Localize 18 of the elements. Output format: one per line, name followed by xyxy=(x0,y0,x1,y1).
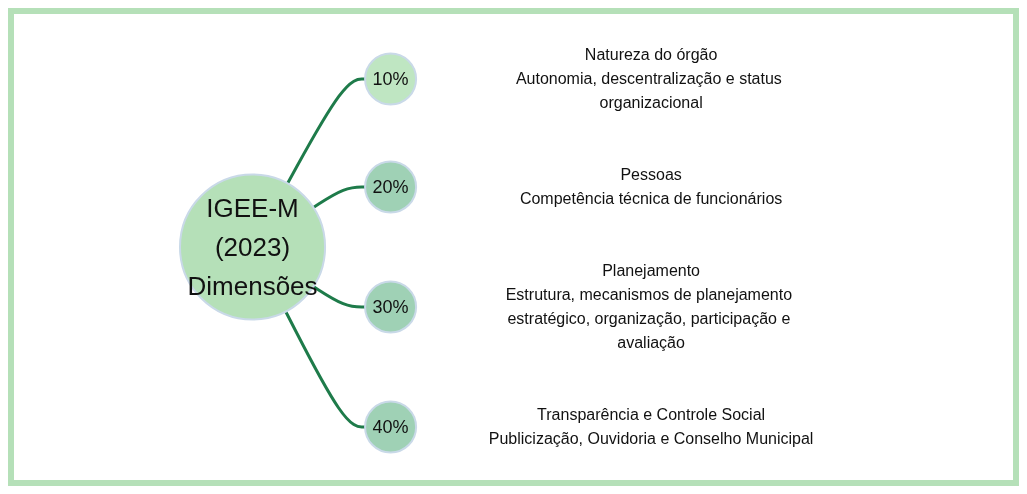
node-label: Competência técnica de funcionários xyxy=(520,190,783,207)
connector xyxy=(284,310,366,429)
node-circle xyxy=(364,52,418,106)
connector xyxy=(286,77,366,185)
node-circle xyxy=(364,280,418,334)
node-label: Planejamento xyxy=(602,262,701,279)
connector xyxy=(313,185,366,209)
connector xyxy=(313,285,366,309)
node-label: Pessoas xyxy=(620,166,683,183)
node-label: Estrutura, mecanismos de planejamento estratégico, organização, participação e avaliação xyxy=(506,286,793,351)
node-circle xyxy=(364,160,418,214)
node-label: Publicização, Ouvidoria e Conselho Municipal xyxy=(489,430,814,447)
node-circle xyxy=(364,400,418,454)
node-circle xyxy=(179,173,327,321)
frame-border: IGEE-M (2023) Dimensões 10% 20% 30% 40% Natureza do órgão Autonomia, descentralização e status organizacional Pessoas Competência técnica de funcionários Planejamento Estrutura, mecanismos de planejamento estratégico, organização, participação e avaliação Transparência e Controle Social Publicização, Ouvidoria e Conselho Municipal xyxy=(8,8,1019,486)
node-label: Transparência e Controle Social xyxy=(537,406,766,423)
node-label: Natureza do órgão xyxy=(585,46,718,63)
node-label: Autonomia, descentralização e status organizacional xyxy=(516,70,783,111)
